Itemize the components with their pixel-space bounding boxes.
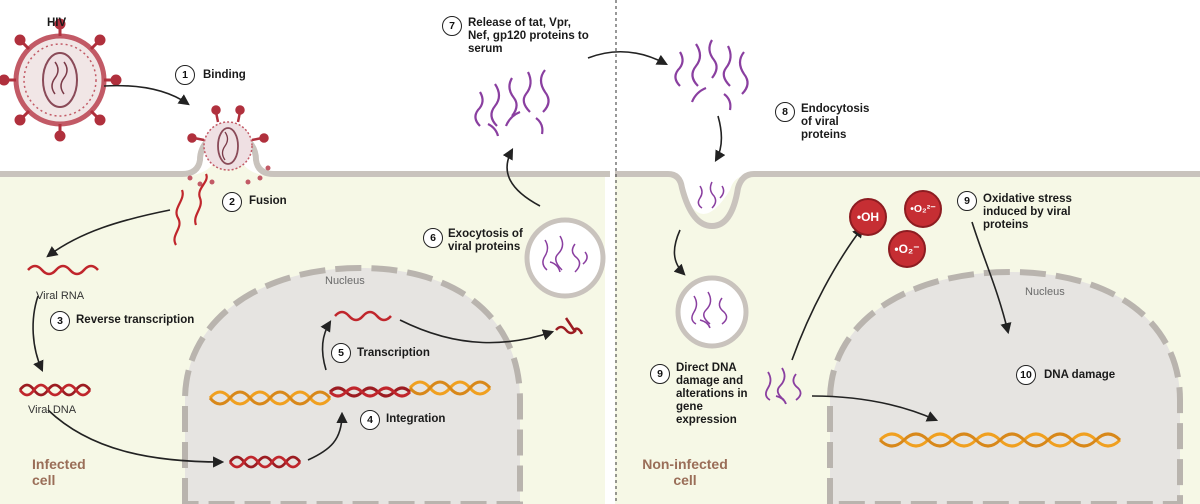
endocytic-vesicle: [675, 275, 749, 349]
step-9-direct-label: Direct DNA damage and alterations in gen…: [676, 362, 748, 426]
step-3-number: 3: [50, 311, 70, 331]
arrow-direct-damage: [811, 395, 939, 422]
step-3-label: Reverse transcription: [76, 314, 195, 326]
left-cell-membrane: [0, 129, 610, 177]
hydroxyl-radical: •OH: [849, 198, 887, 236]
step-8-number: 8: [775, 102, 795, 122]
arrow-dna-to-nucleus: [47, 409, 225, 468]
step-4-label: Integration: [386, 413, 446, 425]
viral-rna-strand: [27, 264, 99, 276]
host-dna-right: [878, 432, 1122, 448]
step-8-label: Endocytosis of viral proteins: [801, 103, 870, 141]
step-9-oxidative-number: 9: [957, 191, 977, 211]
arrow-transcription: [320, 320, 332, 371]
nucleus-label-left: Nucleus: [325, 275, 365, 287]
hiv-label: HIV: [47, 17, 67, 29]
step-2-number: 2: [222, 192, 242, 212]
superoxide-dianion: •O₂²⁻: [904, 190, 942, 228]
step-1-label: Binding: [203, 69, 246, 81]
step-5-label: Transcription: [357, 347, 430, 359]
binding-virion: [187, 105, 271, 187]
right-cell-membrane: [615, 171, 1200, 230]
nucleus-label-right: Nucleus: [1025, 286, 1065, 298]
step-10-number: 10: [1016, 365, 1036, 385]
step-7-label: Release of tat, Vpr, Nef, gp120 proteins…: [468, 17, 589, 55]
arrow-release: [587, 50, 668, 66]
right-nucleus: [827, 268, 1183, 504]
infected-cell-label: Infected cell: [32, 456, 86, 488]
step-1-number: 1: [175, 65, 195, 85]
arrow-exocytosis: [502, 148, 541, 207]
transcribed-rna: [334, 310, 392, 322]
integrated-dna: [208, 380, 492, 406]
step-10-label: DNA damage: [1044, 369, 1116, 381]
arrow-ros: [791, 226, 864, 361]
arrow-to-vesicle: [673, 229, 686, 276]
arrow-oxidative: [971, 221, 1012, 335]
non-infected-cell-label: Non-infected cell: [642, 456, 728, 488]
superoxide-radical: •O₂⁻: [888, 230, 926, 268]
hiv-virion: [0, 18, 122, 142]
cytoplasm-proteins: [765, 367, 802, 405]
viral-dna-helix: [18, 383, 92, 397]
step-9-oxidative-label: Oxidative stress induced by viral protei…: [983, 193, 1072, 231]
translated-protein: [555, 317, 584, 335]
viral-dna-label: Viral DNA: [28, 404, 77, 416]
arrow-fusion-to-rna: [46, 209, 171, 258]
arrow-binding: [103, 84, 190, 106]
arrow-integration: [307, 411, 348, 461]
arrow-rna-to-dna: [32, 295, 44, 373]
step-4-number: 4: [360, 410, 380, 430]
step-7-number: 7: [442, 16, 462, 36]
released-proteins-right: [674, 39, 749, 111]
fusion-rna: [173, 173, 208, 246]
released-proteins-top: [474, 69, 550, 137]
left-nucleus: [182, 264, 523, 504]
endocytosed-proteins: [697, 181, 725, 209]
viral-dna-helix-2: [228, 455, 302, 469]
step-5-number: 5: [331, 343, 351, 363]
exocytosis-vesicle: [524, 217, 606, 299]
step-9-direct-number: 9: [650, 364, 670, 384]
step-6-number: 6: [423, 228, 443, 248]
arrow-endocytosis: [714, 115, 726, 162]
viral-rna-label: Viral RNA: [36, 290, 85, 302]
arrow-rna-to-protein: [399, 319, 555, 344]
step-2-label: Fusion: [249, 195, 287, 207]
step-6-label: Exocytosis of viral proteins: [448, 228, 523, 253]
